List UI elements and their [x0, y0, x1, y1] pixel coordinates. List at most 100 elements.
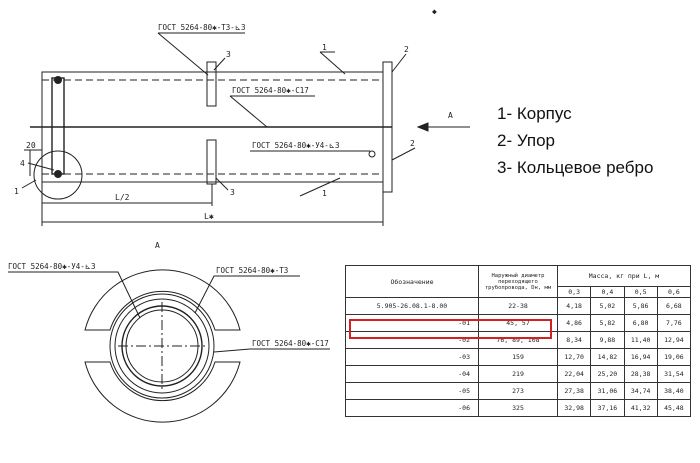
cell-mass: 8,34 — [556, 331, 592, 349]
weld-dot-bottom — [54, 170, 62, 178]
dim-total-label: L✱ — [204, 212, 214, 221]
cell-mass: 25,20 — [590, 365, 625, 383]
cell-mass: 14,82 — [590, 348, 625, 366]
pos-1-left: 1 — [14, 187, 19, 196]
cell-mass: 37,16 — [590, 399, 625, 417]
cell-mass: 6,80 — [623, 314, 658, 332]
pos-3-bottom: 3 — [230, 188, 235, 197]
highlight-box — [349, 319, 552, 339]
cell-mass: 9,88 — [590, 331, 625, 349]
label-weld-t3: ГОСТ 5264-80✱-Т3-⊾3 — [158, 23, 246, 32]
cell-designation: -06 — [345, 399, 479, 417]
cell-diameter: 159 — [478, 348, 558, 366]
cell-designation: -05 — [345, 382, 479, 400]
leader-u4-section — [8, 271, 141, 319]
section-view-labels: A ГОСТ 5264-80✱-У4-⊾3 ГОСТ 5264-80✱-Т3 Г… — [8, 241, 329, 348]
top-view — [21, 32, 470, 226]
section-label-t3: ГОСТ 5264-80✱-Т3 — [216, 266, 288, 275]
leader-mid-diag — [229, 95, 268, 128]
ring-rib-bottom — [206, 139, 217, 185]
header-length-3: 0,5 — [623, 286, 658, 298]
cell-mass: 31,06 — [590, 382, 625, 400]
pos-4: 4 — [20, 159, 25, 168]
cell-mass: 34,74 — [623, 382, 658, 400]
pos-1-top: 1 — [322, 43, 327, 52]
header-diameter: Наружный диаметр переходящего трубопрово… — [478, 265, 558, 298]
header-length-2: 0,4 — [590, 286, 625, 298]
pos-3-top: 3 — [226, 50, 231, 59]
table-row: -06 325 32,98 37,16 41,32 45,48 — [345, 399, 692, 417]
cell-diameter: 273 — [478, 382, 558, 400]
spec-table: Обозначение Наружный диаметр переходящег… — [345, 265, 692, 417]
cell-mass: 12,70 — [556, 348, 592, 366]
pos-2-top: 2 — [404, 45, 409, 54]
table-header-row: Обозначение Наружный диаметр переходящег… — [345, 265, 691, 298]
cell-mass: 7,76 — [656, 314, 692, 332]
table-row: 5.905-26.08.1-8.00 22-38 4,18 5,02 5,86 … — [345, 297, 692, 315]
pos-2-bottom: 2 — [410, 139, 415, 148]
cell-mass: 4,18 — [556, 297, 592, 315]
leader-1-bottom — [299, 177, 341, 197]
leader-1-left — [21, 179, 37, 189]
inner-tube — [51, 77, 65, 175]
cell-mass: 5,86 — [623, 297, 658, 315]
header-length-1: 0,3 — [556, 286, 592, 298]
section-label-u4: ГОСТ 5264-80✱-У4-⊾3 — [8, 262, 96, 271]
section-view — [8, 269, 330, 423]
table-row: -01 45, 57 4,86 5,82 6,80 7,76 — [345, 314, 692, 332]
leader-1-top-diag — [319, 51, 346, 75]
detail-circle — [33, 150, 83, 200]
cell-mass: 22,04 — [556, 365, 592, 383]
view-arrow-head — [416, 122, 429, 132]
cell-mass: 5,02 — [590, 297, 625, 315]
table-row: -04 219 22,04 25,20 28,38 31,54 — [345, 365, 692, 383]
dim-20-label: 20 — [26, 141, 36, 150]
pos-1-bottom: 1 — [322, 189, 327, 198]
ring-rib-top — [206, 61, 217, 107]
cell-mass: 45,48 — [656, 399, 692, 417]
header-mass: Масса, кг при L, м — [557, 265, 691, 287]
cell-mass: 38,40 — [656, 382, 692, 400]
header-length-4: 0,6 — [656, 286, 692, 298]
cell-mass: 5,82 — [590, 314, 625, 332]
body-ring-inner — [114, 298, 210, 394]
body-ring-outer — [109, 293, 215, 399]
leader-2-top — [391, 53, 407, 73]
leader-3-top — [213, 57, 226, 71]
top-view-labels: ГОСТ 5264-80✱-Т3-⊾3 ГОСТ 5264-80✱-С17 ГО… — [14, 7, 453, 221]
view-arrow-label: A — [448, 111, 453, 120]
section-title: A — [155, 241, 160, 250]
cell-designation: -04 — [345, 365, 479, 383]
leader-c17-section — [213, 348, 330, 353]
cell-designation: -03 — [345, 348, 479, 366]
leader-3-bottom — [215, 177, 229, 191]
cell-mass: 11,40 — [623, 331, 658, 349]
section-label-c17: ГОСТ 5264-80✱-С17 — [252, 339, 329, 348]
cell-mass: 4,86 — [556, 314, 592, 332]
table-row: -03 159 12,70 14,82 16,94 19,06 — [345, 348, 692, 366]
cell-mass: 6,68 — [656, 297, 692, 315]
cell-mass: 32,98 — [556, 399, 592, 417]
cell-mass: 19,06 — [656, 348, 692, 366]
cell-mass: 16,94 — [623, 348, 658, 366]
cell-mass: 27,38 — [556, 382, 592, 400]
legend-item-body: 1- Корпус — [497, 104, 572, 123]
leader-t3-section — [194, 275, 300, 314]
weld-circle-symbol — [368, 150, 376, 158]
cell-diameter: 325 — [478, 399, 558, 417]
corner-mark: ◆ — [432, 7, 437, 16]
legend-item-stop: 2- Упор — [497, 131, 555, 150]
dim-half-label: L/2 — [115, 193, 130, 202]
cell-mass: 31,54 — [656, 365, 692, 383]
leader-top-arrow — [157, 32, 209, 76]
cell-designation: 5.905-26.08.1-8.00 — [345, 297, 479, 315]
leader-4 — [27, 162, 55, 171]
header-designation: Обозначение — [345, 265, 479, 298]
cell-mass: 12,94 — [656, 331, 692, 349]
cell-diameter: 22-38 — [478, 297, 558, 315]
table-row: -05 273 27,38 31,06 34,74 38,40 — [345, 382, 692, 400]
label-weld-u4: ГОСТ 5264-80✱-У4-⊾3 — [252, 141, 340, 150]
cell-mass: 41,32 — [623, 399, 658, 417]
cell-diameter: 219 — [478, 365, 558, 383]
